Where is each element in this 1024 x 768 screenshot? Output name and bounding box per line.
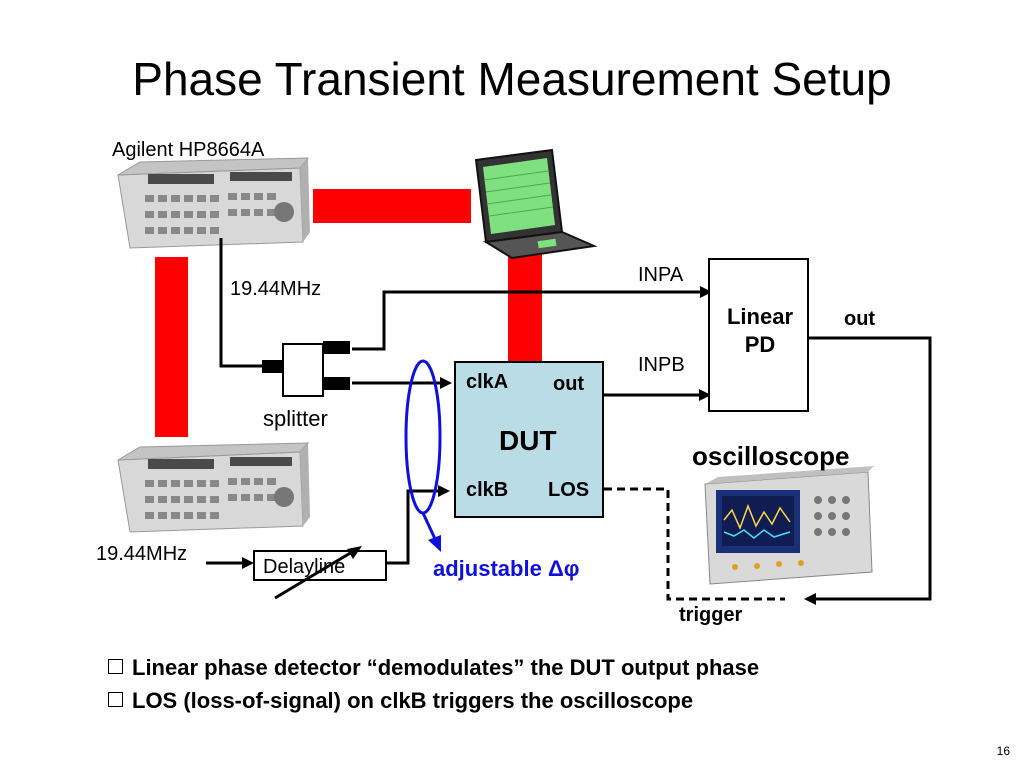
bullet-box-icon: [108, 692, 123, 707]
freq-top-label: 19.44MHz: [230, 278, 322, 300]
bullet-text: Linear phase detector “demodulates” the …: [132, 655, 760, 680]
freq-bottom-label: 19.44MHz: [96, 543, 188, 565]
clka-label: clkA: [466, 371, 509, 393]
pd-line2-label: PD: [744, 332, 776, 357]
splitter-label: splitter: [263, 406, 328, 431]
delayline-label: Delayline: [263, 556, 346, 578]
signal-generator-bottom-icon: [117, 442, 310, 533]
signal-generator-top-icon: [117, 157, 310, 249]
pd-line1-label: Linear: [726, 304, 794, 329]
control-bus-left: [155, 257, 188, 437]
page-title: Phase Transient Measurement Setup: [132, 53, 892, 105]
splitter-icon: [262, 341, 350, 397]
pd-out-label: out: [844, 308, 876, 330]
variable-delay-arrow-icon: [274, 546, 362, 600]
los-label: LOS: [548, 479, 590, 501]
dut-block: [454, 361, 604, 518]
dut-out-label: out: [553, 373, 585, 395]
adjustable-text: adjustable: [433, 556, 542, 581]
control-bus-vertical: [508, 252, 542, 364]
inpb-label: INPB: [638, 354, 685, 376]
bullet-box-icon: [108, 659, 123, 674]
bullet-text: LOS (loss-of-signal) on clkB triggers th…: [132, 688, 694, 713]
generator-top-label: Agilent HP8664A: [112, 139, 265, 161]
adjustable-label: adjustable Δφ: [433, 556, 580, 582]
laptop-icon: [474, 148, 598, 260]
dut-label: DUT: [499, 425, 557, 456]
linear-pd-block: [708, 258, 809, 412]
delayline-box: [253, 550, 387, 581]
oscilloscope-label: oscilloscope: [692, 441, 850, 471]
inpa-label: INPA: [638, 264, 684, 286]
page-number: 16: [996, 744, 1010, 758]
clkb-label: clkB: [466, 479, 509, 501]
trigger-label: trigger: [679, 604, 743, 626]
oscilloscope-icon: [704, 466, 874, 585]
control-bus-top: [313, 189, 471, 223]
adjustable-symbol: Δφ: [547, 556, 580, 581]
bullet-item: Linear phase detector “demodulates” the …: [108, 655, 759, 681]
bullet-item: LOS (loss-of-signal) on clkB triggers th…: [108, 688, 693, 714]
